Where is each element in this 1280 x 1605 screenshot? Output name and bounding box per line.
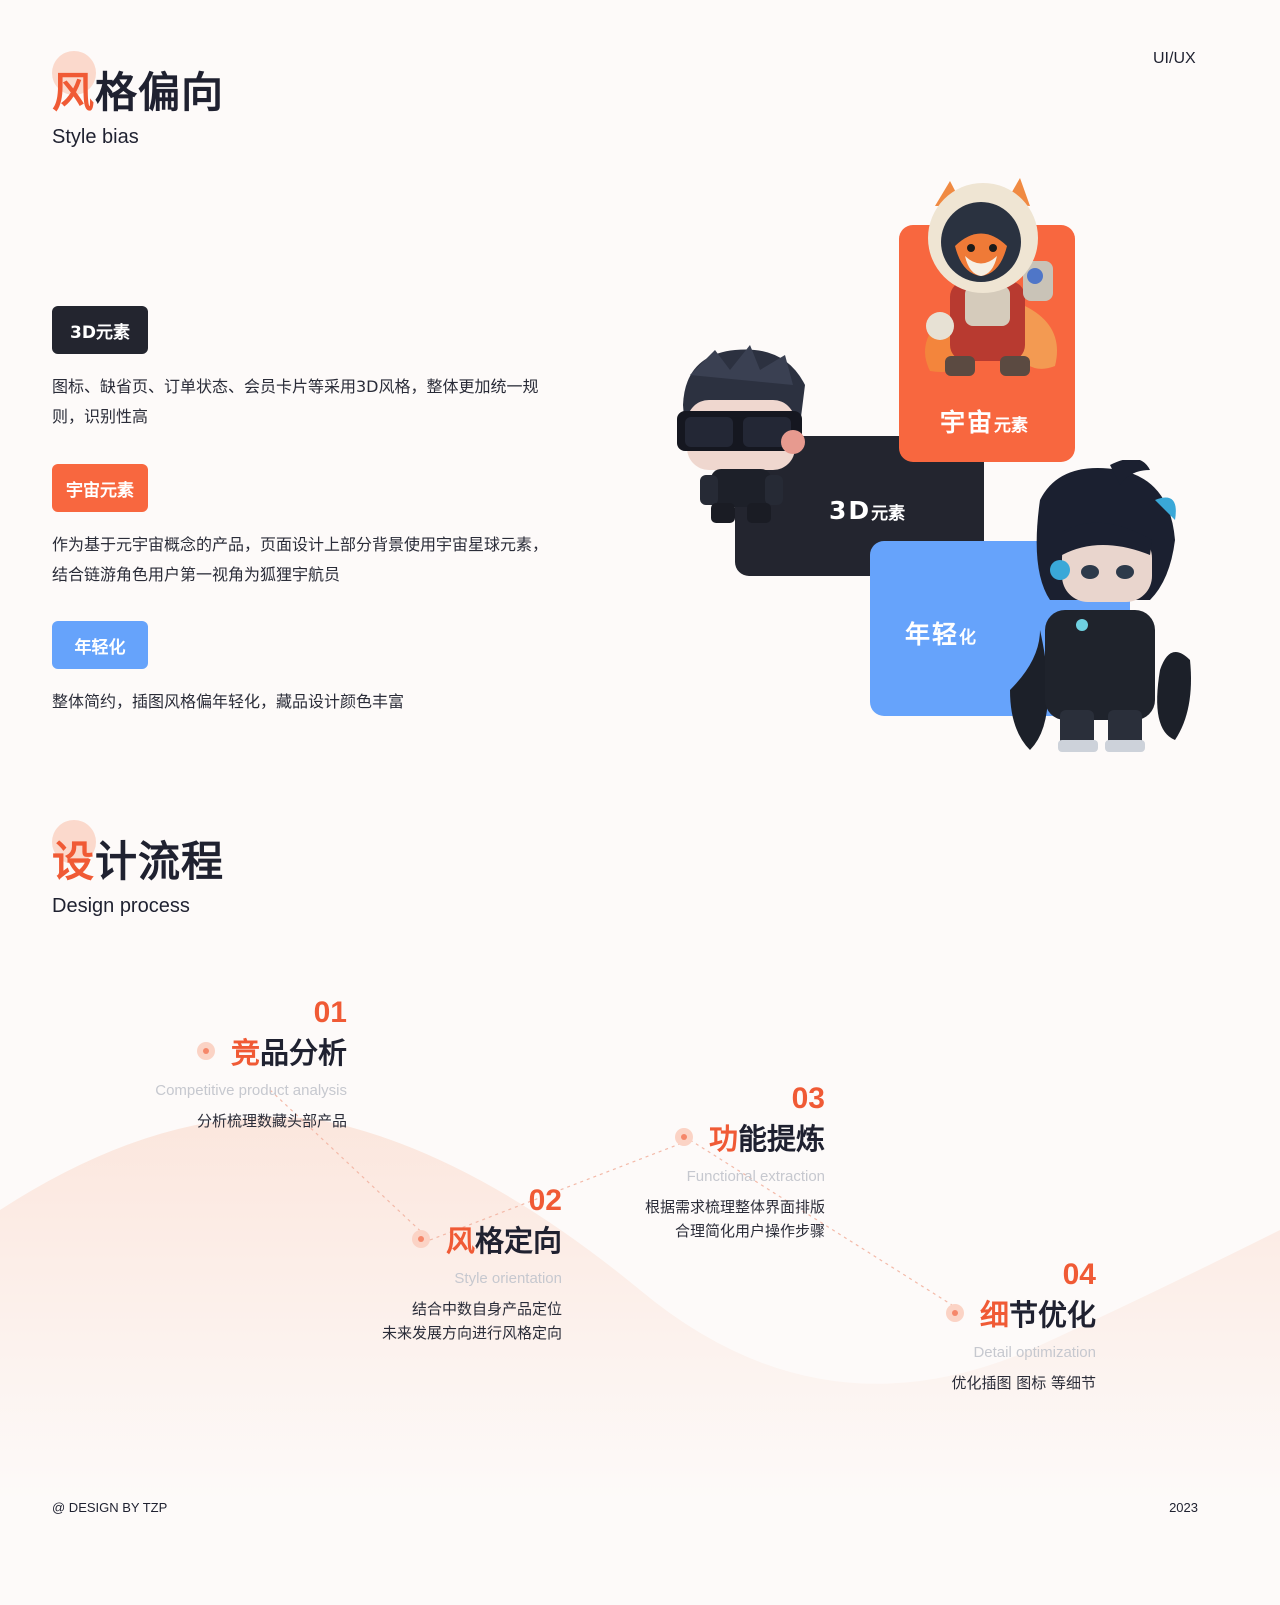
title-decoration-dot bbox=[52, 51, 96, 95]
section-subtitle-style: Style bias bbox=[52, 126, 139, 148]
section-title-rest: 格偏向 bbox=[95, 68, 225, 117]
step-03-marker-dot bbox=[674, 1128, 693, 1146]
step-01-title-rest: 品分析 bbox=[259, 1036, 347, 1070]
step-01-desc-line: 分析梳理数藏头部产品 bbox=[196, 1112, 347, 1130]
step-01-desc: 分析梳理数藏头部产品 bbox=[155, 1109, 347, 1133]
step-01-title: 竞品分析 bbox=[155, 1030, 347, 1072]
process-title-decoration-dot bbox=[52, 820, 96, 864]
card-3d-small: 元素 bbox=[871, 504, 906, 524]
step-03-english: Functional extraction bbox=[686, 1168, 825, 1185]
step-01-title-accent: 竞 bbox=[230, 1036, 260, 1070]
step-02-title: 风格定向 bbox=[382, 1218, 562, 1260]
step-02-title-rest: 格定向 bbox=[474, 1224, 562, 1258]
step-02-title-accent: 风 bbox=[445, 1224, 475, 1258]
step-02-desc-line: 未来发展方向进行风格定向 bbox=[381, 1324, 562, 1342]
step-04-title-accent: 细 bbox=[979, 1298, 1009, 1332]
process-step-04: 04 细节优化 Detail optimization 优化插图 图标 等细节 bbox=[945, 1258, 1096, 1395]
step-02-number: 02 bbox=[528, 1184, 562, 1217]
tag-3d-elements: 3D元素 bbox=[52, 306, 148, 354]
tag-youthful: 年轻化 bbox=[52, 621, 148, 669]
step-04-marker-dot bbox=[945, 1304, 964, 1322]
step-01-marker-dot bbox=[196, 1042, 215, 1060]
step-02-desc: 结合中数自身产品定位 未来发展方向进行风格定向 bbox=[382, 1297, 562, 1345]
card-youthful-big: 年轻 bbox=[905, 620, 960, 649]
desc-youthful: 整体简约，插图风格偏年轻化，藏品设计颜色丰富 bbox=[52, 692, 405, 711]
tag-universe-elements: 宇宙元素 bbox=[52, 464, 148, 512]
step-01-english: Competitive product analysis bbox=[155, 1082, 347, 1099]
section-title-accent: 风 bbox=[52, 68, 96, 117]
corner-label: UI/UX bbox=[1153, 50, 1196, 67]
step-03-desc: 根据需求梳理整体界面排版 合理简化用户操作步骤 bbox=[645, 1195, 825, 1243]
step-04-title-rest: 节优化 bbox=[1008, 1298, 1096, 1332]
process-wave-background bbox=[0, 1089, 1280, 1500]
step-03-title: 功能提炼 bbox=[645, 1116, 825, 1158]
step-04-desc-line: 优化插图 图标 等细节 bbox=[951, 1374, 1096, 1392]
step-03-number: 03 bbox=[791, 1082, 825, 1115]
process-step-01: 01 竞品分析 Competitive product analysis 分析梳… bbox=[155, 996, 347, 1133]
section-title-process: 设计流程 bbox=[52, 841, 224, 883]
footer-year: 2023 bbox=[1169, 1500, 1198, 1515]
step-02-english: Style orientation bbox=[454, 1270, 562, 1287]
card-universe-small: 元素 bbox=[994, 416, 1029, 436]
section-title-style: 风格偏向 bbox=[52, 72, 224, 114]
card-3d-big: 3D bbox=[829, 496, 872, 525]
footer-credit: @ DESIGN BY TZP bbox=[52, 1500, 168, 1515]
step-04-title: 细节优化 bbox=[945, 1292, 1096, 1334]
sunglasses-character-icon bbox=[677, 345, 805, 523]
card-youthful-small: 化 bbox=[959, 628, 977, 648]
process-step-02: 02 风格定向 Style orientation 结合中数自身产品定位 未来发… bbox=[382, 1184, 562, 1345]
step-02-desc-line: 结合中数自身产品定位 bbox=[411, 1300, 562, 1318]
process-step-03: 03 功能提炼 Functional extraction 根据需求梳理整体界面… bbox=[645, 1082, 825, 1243]
step-04-english: Detail optimization bbox=[973, 1344, 1096, 1361]
step-03-title-rest: 能提炼 bbox=[737, 1122, 825, 1156]
card-universe-big: 宇宙 bbox=[940, 408, 995, 437]
step-03-desc-line: 合理简化用户操作步骤 bbox=[674, 1222, 825, 1240]
step-04-number: 04 bbox=[1062, 1258, 1096, 1291]
step-02-marker-dot bbox=[411, 1230, 430, 1248]
step-03-desc-line: 根据需求梳理整体界面排版 bbox=[644, 1198, 825, 1216]
desc-3d-elements: 图标、缺省页、订单状态、会员卡片等采用3D风格，整体更加统一规则，识别性高 bbox=[52, 377, 539, 426]
process-title-rest: 计流程 bbox=[95, 837, 225, 886]
section-subtitle-process: Design process bbox=[52, 895, 190, 917]
fox-astronaut-icon bbox=[925, 178, 1057, 376]
process-title-accent: 设 bbox=[52, 837, 96, 886]
desc-universe-elements: 作为基于元宇宙概念的产品，页面设计上部分背景使用宇宙星球元素，结合链游角色用户第… bbox=[52, 535, 549, 584]
dark-hoodie-character-icon bbox=[1010, 460, 1191, 752]
step-04-desc: 优化插图 图标 等细节 bbox=[946, 1371, 1096, 1395]
step-01-number: 01 bbox=[313, 996, 347, 1029]
step-03-title-accent: 功 bbox=[708, 1122, 738, 1156]
